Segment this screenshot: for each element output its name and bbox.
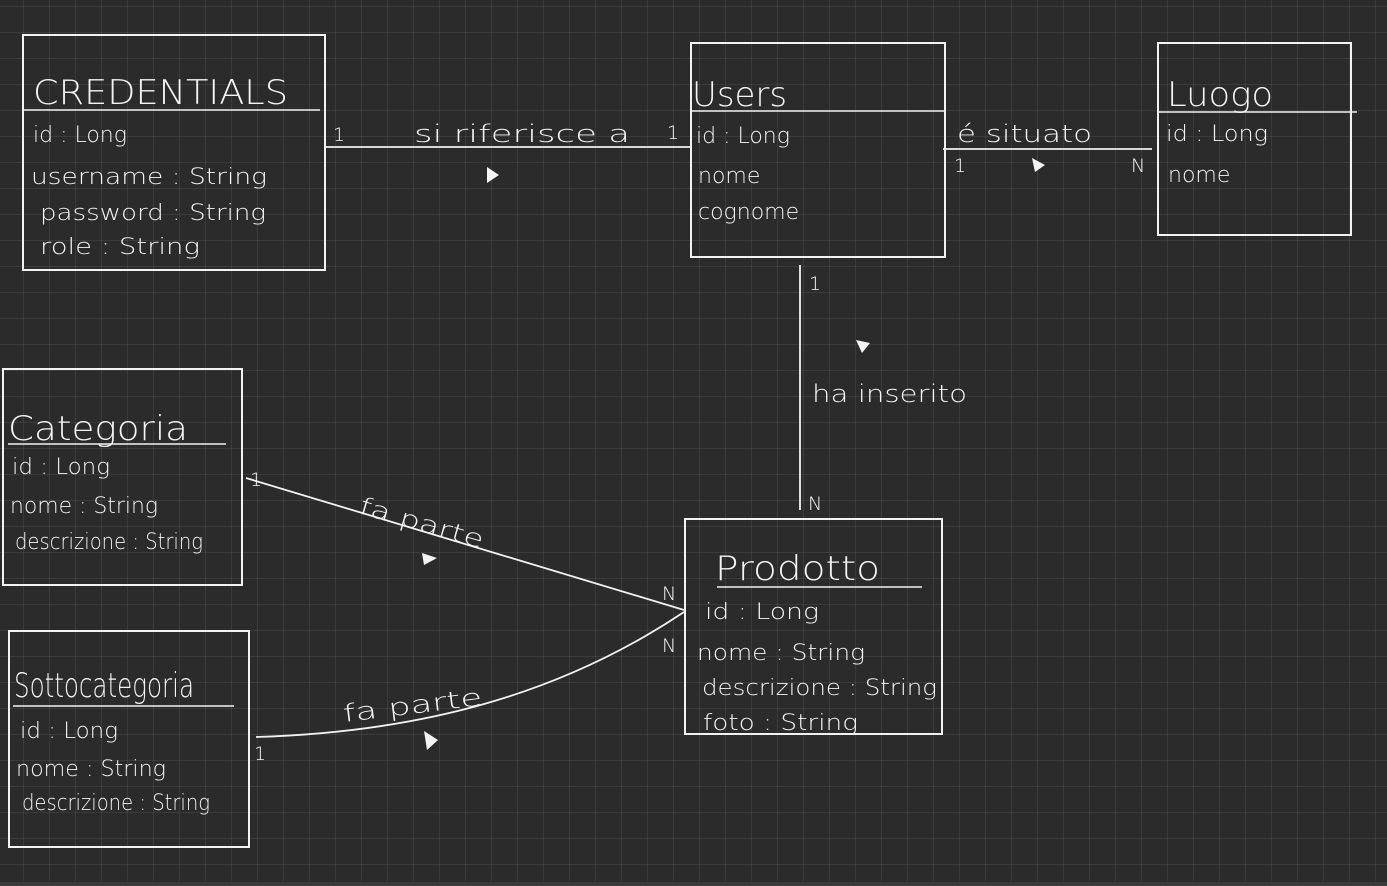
- entity-users-box: [690, 42, 946, 258]
- entity-sottocategoria-title: Sottocategoria: [14, 666, 194, 706]
- relation-ha-inserito[interactable]: 1 N ha inserito: [799, 265, 967, 515]
- relation-ha-inserito-card-prodotto: N: [808, 493, 822, 515]
- attr-prodotto-nome: nome : String: [697, 641, 865, 666]
- attr-users-nome: nome: [698, 164, 760, 189]
- relation-e-situato[interactable]: 1 N é situato: [943, 120, 1152, 177]
- entity-sottocategoria-box: [8, 630, 250, 848]
- entity-luogo[interactable]: Luogo id : Long nome: [1157, 42, 1357, 236]
- relation-categoria-fa-parte-label: fa parte: [356, 492, 487, 554]
- relation-si-riferisce-a[interactable]: 1 1 si riferisce a: [325, 120, 691, 183]
- relation-categoria-fa-parte-arrow: [422, 553, 437, 565]
- attr-luogo-id: id : Long: [1166, 122, 1268, 147]
- relation-sottocategoria-fa-parte-arrow: [424, 731, 438, 750]
- attr-prodotto-foto: foto : String: [703, 711, 858, 736]
- canvas-bottom-edge: [0, 882, 1387, 886]
- attr-credentials-role: role : String: [40, 235, 200, 260]
- entity-prodotto-title: Prodotto: [715, 549, 880, 589]
- entity-credentials-title: CREDENTIALS: [33, 73, 288, 113]
- entity-sottocategoria[interactable]: Sottocategoria id : Long nome : String d…: [8, 630, 250, 848]
- attr-credentials-id: id : Long: [33, 123, 127, 148]
- entity-categoria-title: Categoria: [8, 409, 188, 449]
- entity-categoria-box: [2, 368, 243, 586]
- entity-categoria[interactable]: Categoria id : Long nome : String descri…: [2, 368, 243, 586]
- relation-ha-inserito-arrow: [856, 340, 870, 353]
- entity-credentials[interactable]: CREDENTIALS id : Long username : String …: [22, 34, 326, 271]
- entity-users[interactable]: Users id : Long nome cognome: [690, 42, 946, 258]
- attr-sottocategoria-id: id : Long: [20, 719, 118, 744]
- relation-categoria-fa-parte-card-categoria: 1: [250, 469, 262, 491]
- relation-sottocategoria-fa-parte-card-prodotto: N: [662, 635, 676, 657]
- attr-users-cognome: cognome: [698, 200, 799, 225]
- relation-e-situato-label: é situato: [957, 120, 1092, 148]
- attr-prodotto-descrizione: descrizione : String: [702, 676, 937, 701]
- relation-categoria-fa-parte-line: [245, 477, 685, 611]
- attr-categoria-nome: nome : String: [10, 494, 158, 519]
- entity-luogo-box: [1157, 42, 1352, 236]
- entity-luogo-title: Luogo: [1167, 75, 1273, 115]
- relation-categoria-fa-parte-card-prodotto: N: [662, 583, 676, 605]
- attr-prodotto-id: id : Long: [705, 600, 819, 625]
- relation-e-situato-arrow: [1032, 158, 1045, 172]
- attr-sottocategoria-descrizione: descrizione : String: [22, 791, 210, 816]
- relation-ha-inserito-label: ha inserito: [812, 380, 967, 408]
- entity-credentials-box: [22, 34, 326, 271]
- relation-e-situato-card-luogo: N: [1131, 155, 1145, 177]
- entity-users-title: Users: [692, 75, 787, 115]
- attr-credentials-password: password : String: [40, 201, 266, 226]
- attr-users-id: id : Long: [696, 124, 790, 149]
- attr-credentials-username: username : String: [31, 165, 267, 190]
- relation-si-riferisce-a-arrow: [487, 167, 499, 183]
- attr-sottocategoria-nome: nome : String: [16, 757, 166, 782]
- relation-si-riferisce-a-card-users: 1: [667, 122, 679, 144]
- attr-luogo-nome: nome: [1168, 163, 1230, 188]
- relation-sottocategoria-fa-parte[interactable]: 1 N fa parte: [254, 611, 685, 765]
- relation-e-situato-card-users: 1: [954, 155, 966, 177]
- entity-prodotto-box: [684, 518, 943, 735]
- entity-prodotto[interactable]: Prodotto id : Long nome : String descriz…: [684, 518, 943, 736]
- relation-sottocategoria-fa-parte-card-sottocategoria: 1: [254, 743, 266, 765]
- relation-sottocategoria-fa-parte-line: [255, 611, 685, 738]
- relation-categoria-fa-parte[interactable]: 1 N fa parte: [245, 469, 685, 611]
- attr-categoria-id: id : Long: [12, 455, 110, 480]
- attr-categoria-descrizione: descrizione : String: [15, 530, 203, 555]
- relation-ha-inserito-card-users: 1: [809, 273, 821, 295]
- relation-si-riferisce-a-card-credentials: 1: [333, 124, 345, 146]
- relation-si-riferisce-a-label: si riferisce a: [414, 120, 630, 148]
